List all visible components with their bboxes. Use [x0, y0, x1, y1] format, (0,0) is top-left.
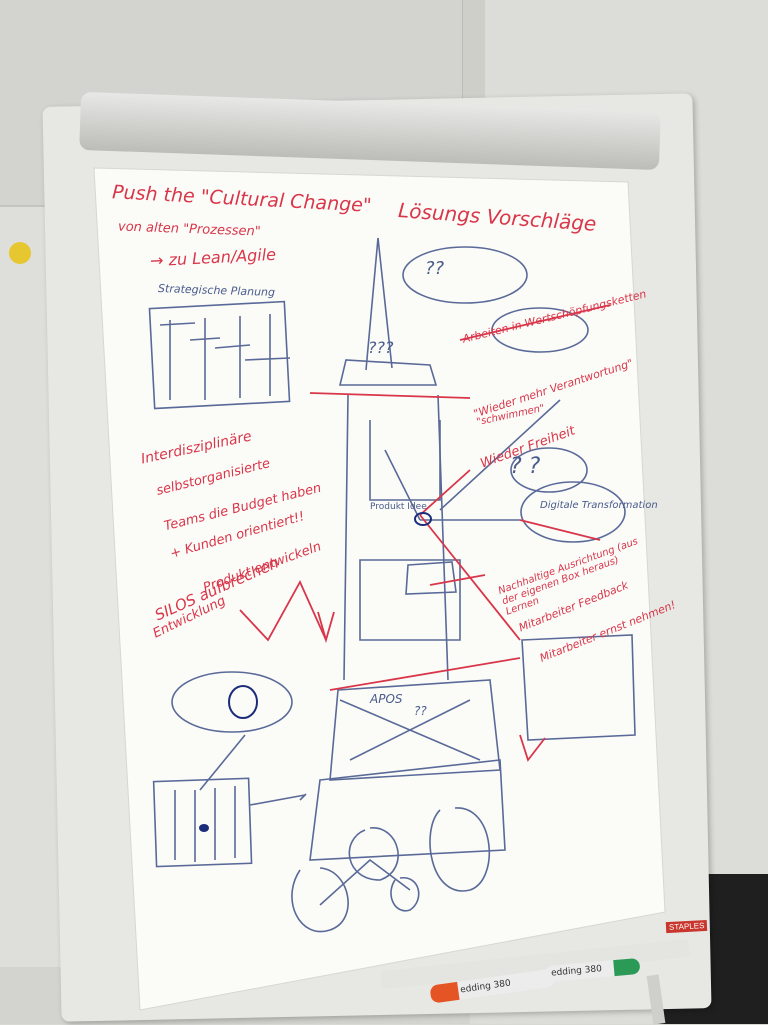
blue-sketch [148, 237, 636, 933]
note-digitale-transformation: Digitale Transformation [540, 500, 658, 511]
wall-seam [462, 0, 485, 120]
staples-tag: STAPLES [665, 919, 708, 934]
red-strokes [239, 304, 611, 762]
marker-orange-label: edding 380 [459, 978, 512, 996]
question-marks-right: ? ? [510, 454, 541, 479]
box-label-apos: APOS [370, 692, 403, 706]
question-marks-mid: ??? [368, 338, 394, 357]
yellow-magnet [9, 242, 31, 264]
question-marks-top: ?? [425, 258, 445, 279]
marker-orange-cap [429, 981, 460, 1004]
marker-green-label: edding 380 [550, 964, 603, 979]
box-label-produkt-idee: Produkt Idee [370, 502, 427, 512]
box-label-question: ?? [414, 704, 427, 718]
